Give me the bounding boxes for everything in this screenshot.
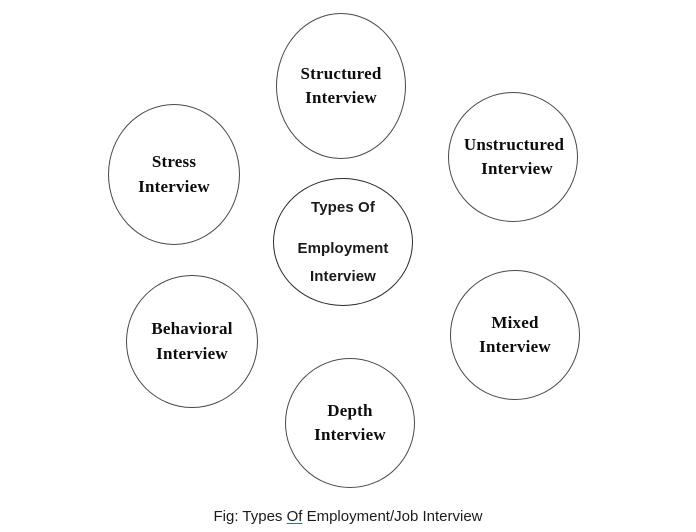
node-stress-label-line-1: Stress — [151, 152, 197, 172]
node-behavioral-label-line-1: Behavioral — [151, 319, 233, 339]
center-node-label-line-2: Employment — [297, 239, 389, 257]
node-behavioral-label-line-2: Interview — [156, 343, 228, 363]
node-structured-label-line-1: Structured — [300, 63, 382, 83]
node-structured-label: Structured Interview — [300, 62, 381, 110]
node-stress-label-line-2: Interview — [138, 176, 210, 196]
node-depth[interactable]: Depth Interview — [285, 358, 415, 488]
node-behavioral[interactable]: Behavioral Interview — [126, 275, 258, 408]
figure-caption: Fig: Types Of Employment/Job Interview — [0, 508, 696, 525]
node-mixed-label-line-1: Mixed — [491, 312, 539, 332]
node-depth-label-line-1: Depth — [327, 400, 373, 420]
node-unstructured-label: Unstructured Interview — [464, 133, 564, 181]
node-structured-label-line-2: Interview — [305, 88, 377, 107]
caption-flagged-word[interactable]: Of — [286, 508, 303, 525]
caption-prefix: Fig: Types — [213, 508, 287, 525]
center-node-label: Types Of Employment Interview — [297, 197, 388, 288]
node-stress[interactable]: Stress Interview — [108, 104, 240, 245]
node-depth-label-line-2: Interview — [314, 425, 386, 444]
node-unstructured[interactable]: Unstructured Interview — [448, 92, 578, 222]
node-structured[interactable]: Structured Interview — [276, 13, 406, 159]
node-stress-label: Stress Interview — [138, 150, 210, 198]
node-unstructured-label-line-1: Unstructured — [463, 134, 565, 154]
node-behavioral-label: Behavioral Interview — [151, 317, 232, 365]
center-node-label-line-3: Interview — [310, 268, 376, 286]
caption-suffix: Employment/Job Interview — [302, 508, 483, 525]
node-mixed-label: Mixed Interview — [479, 311, 551, 359]
node-mixed-label-line-2: Interview — [479, 337, 551, 356]
node-mixed[interactable]: Mixed Interview — [450, 270, 580, 400]
node-unstructured-label-line-2: Interview — [481, 159, 553, 178]
node-depth-label: Depth Interview — [314, 399, 386, 447]
center-node[interactable]: Types Of Employment Interview — [273, 178, 413, 306]
center-node-label-line-1: Types Of — [311, 198, 375, 216]
